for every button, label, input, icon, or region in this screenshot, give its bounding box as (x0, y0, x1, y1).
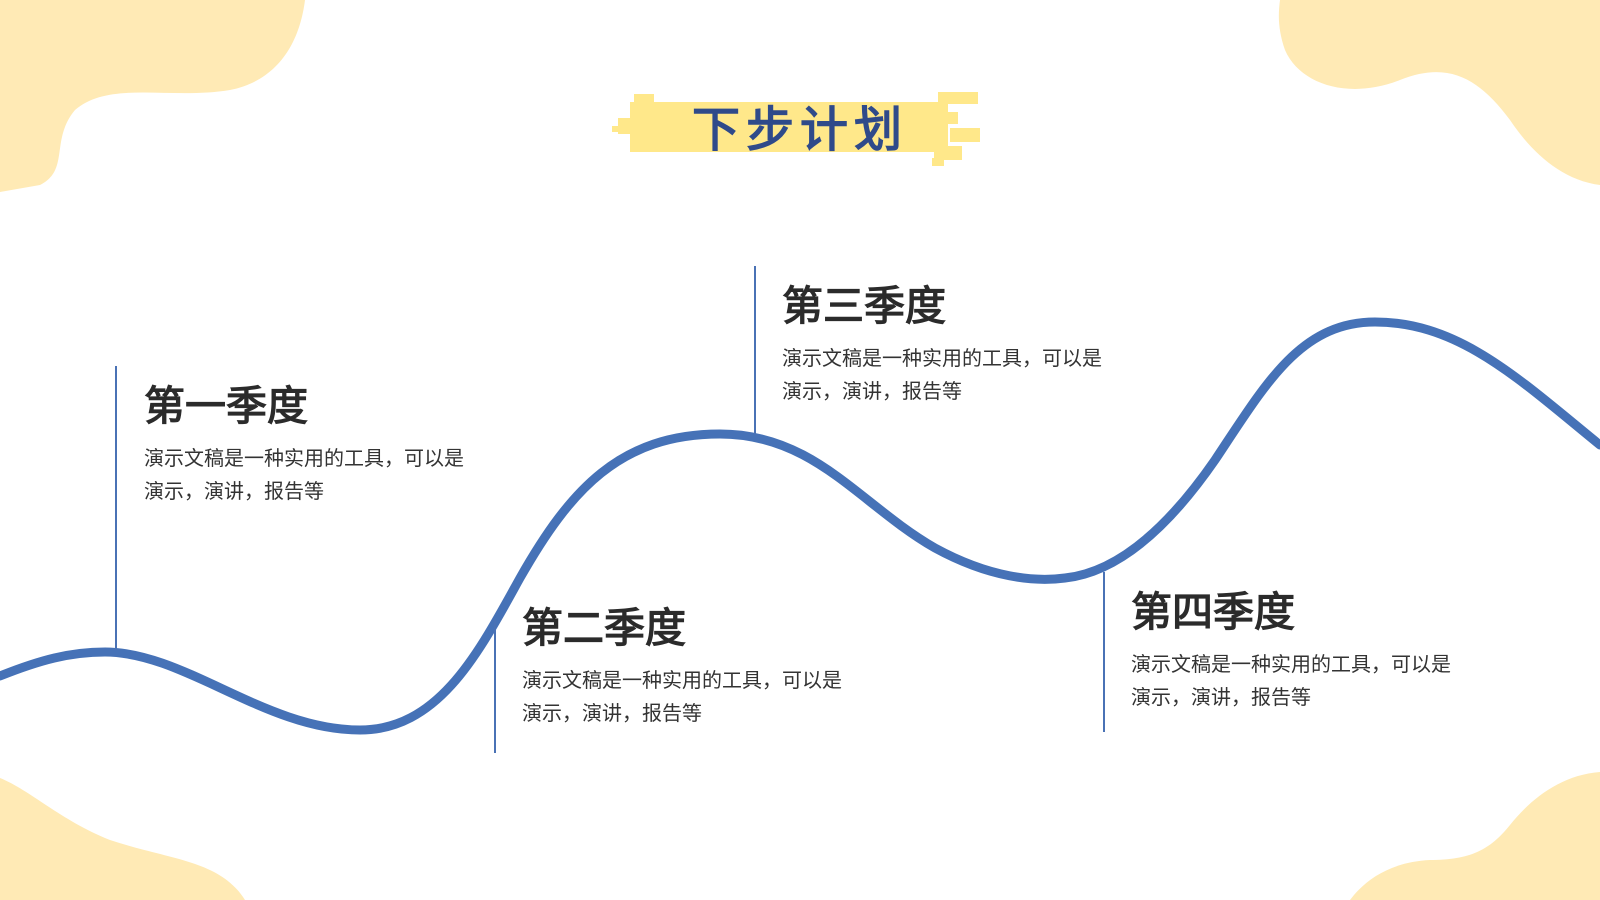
blob-bottom-left (0, 778, 245, 900)
quarter-1-marker-line (115, 366, 117, 650)
quarter-2-desc-line-1: 演示文稿是一种实用的工具，可以是 (522, 668, 842, 692)
quarter-4-description: 演示文稿是一种实用的工具，可以是 演示，演讲，报告等 (1131, 648, 1511, 714)
quarter-2-description: 演示文稿是一种实用的工具，可以是 演示，演讲，报告等 (522, 664, 902, 730)
quarter-4-desc-line-2: 演示，演讲，报告等 (1131, 685, 1311, 709)
blob-top-left (0, 0, 305, 192)
quarter-2-marker-line (494, 620, 496, 753)
quarter-3-desc-line-1: 演示文稿是一种实用的工具，可以是 (782, 346, 1102, 370)
page-title: 下步计划 (691, 102, 908, 158)
quarter-1-desc-line-2: 演示，演讲，报告等 (144, 479, 324, 503)
title-highlight-brush (612, 92, 980, 166)
quarter-1-description: 演示文稿是一种实用的工具，可以是 演示，演讲，报告等 (144, 442, 524, 508)
quarter-2-title: 第二季度 (522, 604, 686, 652)
blob-bottom-right (1350, 772, 1600, 900)
quarter-2-block: 第二季度 演示文稿是一种实用的工具，可以是 演示，演讲，报告等 (522, 602, 902, 730)
quarter-4-title: 第四季度 (1131, 588, 1295, 636)
quarter-1-desc-line-1: 演示文稿是一种实用的工具，可以是 (144, 446, 464, 470)
quarter-1-title: 第一季度 (144, 382, 308, 430)
quarter-1-block: 第一季度 演示文稿是一种实用的工具，可以是 演示，演讲，报告等 (144, 380, 524, 508)
timeline-wave-curve (0, 317, 1600, 735)
quarter-3-marker-line (754, 266, 756, 434)
quarter-2-desc-line-2: 演示，演讲，报告等 (522, 701, 702, 725)
quarter-4-desc-line-1: 演示文稿是一种实用的工具，可以是 (1131, 652, 1451, 676)
quarter-3-block: 第三季度 演示文稿是一种实用的工具，可以是 演示，演讲，报告等 (782, 280, 1162, 408)
blob-top-right (1278, 0, 1600, 185)
quarter-4-marker-line (1103, 572, 1105, 732)
quarter-3-desc-line-2: 演示，演讲，报告等 (782, 379, 962, 403)
quarter-3-title: 第三季度 (782, 282, 946, 330)
quarter-4-block: 第四季度 演示文稿是一种实用的工具，可以是 演示，演讲，报告等 (1131, 586, 1511, 714)
title-block: 下步计划 (612, 88, 988, 172)
quarter-3-description: 演示文稿是一种实用的工具，可以是 演示，演讲，报告等 (782, 342, 1162, 408)
